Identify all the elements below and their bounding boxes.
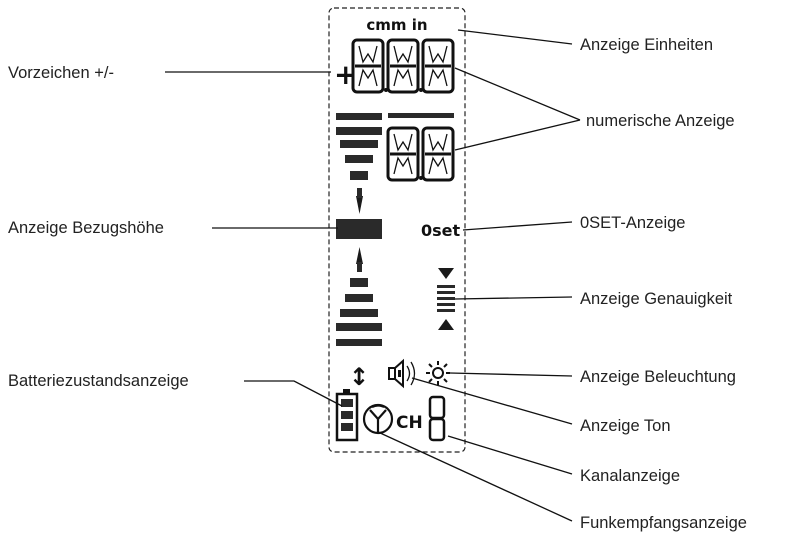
label-tone: Anzeige Ton (580, 417, 671, 435)
units-segment: cmm in (366, 16, 427, 34)
label-reference: Anzeige Bezugshöhe (8, 219, 164, 237)
leader-light (449, 372, 573, 377)
leader-tone (411, 377, 573, 425)
leader-numeric-bottom (454, 119, 581, 151)
accuracy-indicator (437, 268, 455, 330)
channel-label-segment: CH (396, 413, 423, 433)
leader-lines (165, 29, 581, 522)
light-icon (426, 361, 450, 385)
leader-oset (462, 221, 573, 231)
label-light: Anzeige Beleuchtung (580, 368, 736, 386)
reference-height-bar (336, 219, 382, 239)
label-accuracy: Anzeige Genauigkeit (580, 290, 733, 308)
numeric-digits-top (351, 38, 455, 94)
leader-battery (244, 380, 343, 407)
digit-5 (421, 126, 455, 182)
label-radio: Funkempfangsanzeige (580, 514, 747, 532)
oset-segment: 0set (421, 221, 461, 240)
speaker-icon (388, 358, 416, 389)
leader-units (457, 29, 573, 45)
leader-channel (447, 435, 573, 475)
leader-accuracy (454, 296, 573, 300)
label-battery: Batteriezustandsanzeige (8, 372, 189, 390)
lower-level-bars (336, 247, 382, 346)
label-oset: 0SET-Anzeige (580, 214, 685, 232)
level-bar-top-right (388, 113, 454, 118)
digit-1 (351, 38, 388, 94)
channel-digit (428, 395, 446, 442)
upper-level-bars (336, 127, 382, 214)
battery-icon (335, 389, 359, 442)
digit-2 (386, 38, 423, 94)
label-channel: Kanalanzeige (580, 467, 680, 485)
leader-numeric-top (454, 67, 581, 121)
label-units: Anzeige Einheiten (580, 36, 713, 54)
radio-reception-icon (362, 403, 394, 435)
digit-4 (386, 126, 423, 182)
level-bar-top-left (336, 113, 382, 120)
leader-radio (377, 431, 573, 522)
label-sign: Vorzeichen +/- (8, 64, 114, 82)
numeric-digits-bottom (386, 126, 455, 182)
arrow-updown-icon: ↕ (349, 363, 369, 391)
label-numeric: numerische Anzeige (586, 112, 735, 130)
digit-3 (421, 38, 455, 94)
